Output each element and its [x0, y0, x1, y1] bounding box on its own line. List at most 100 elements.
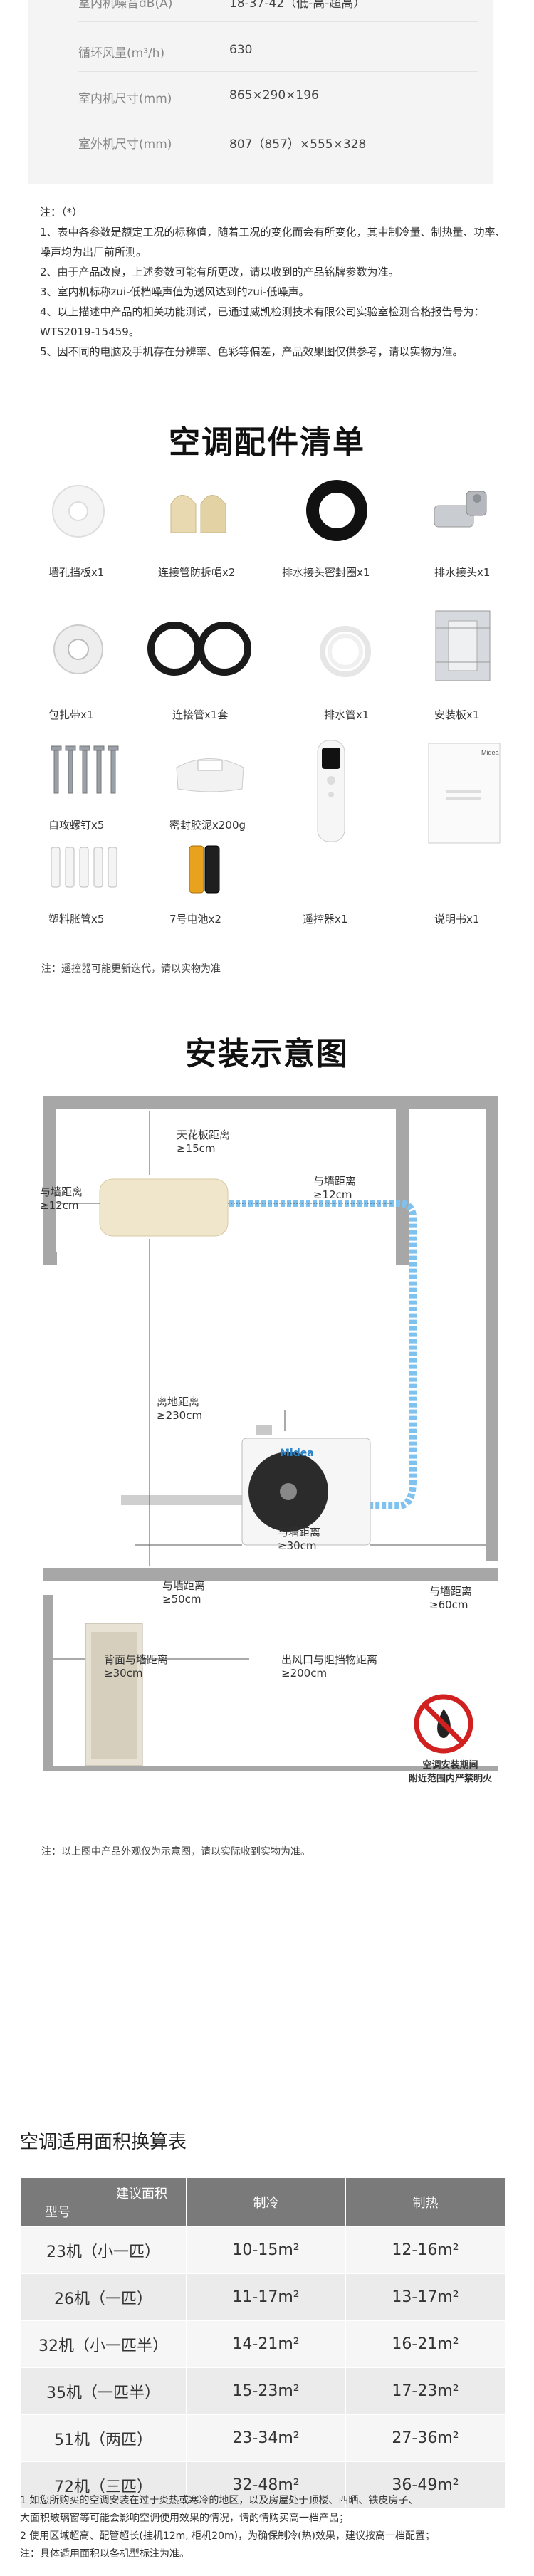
accessories-note: 注：遥控器可能更新迭代，请以实物为准	[41, 963, 221, 975]
wall-hole-plate-icon	[52, 485, 105, 538]
table-row: 32机（小一匹半） 14-21m² 16-21m²	[20, 2320, 506, 2368]
heating-cell: 13-17m²	[345, 2273, 506, 2321]
drain-joint-icon	[434, 491, 487, 528]
left-wall-clearance-label: 与墙距离≥12cm	[40, 1185, 83, 1212]
outdoor-left-clearance-label: 与墙距离≥50cm	[162, 1579, 206, 1606]
area-footnote: 大面积玻璃窗等可能会影响空调使用效果的情况，请酌情购买高一档产品；	[20, 2513, 349, 2524]
spec-row: 室内机噪音dB(A) 18-37-42（低-高-超高）	[78, 0, 478, 22]
accessory-label: 7号电池x2	[169, 913, 221, 926]
note-item: 3、室内机标称zui-低档噪声值为送风达到的zui-低噪声。	[40, 286, 310, 298]
accessory-label: 连接管x1套	[172, 708, 229, 721]
model-header-cell: 建议面积 型号	[20, 2177, 187, 2227]
spec-table: 室内机噪音dB(A) 18-37-42（低-高-超高） 循环风量(m³/h) 6…	[28, 0, 493, 184]
accessory-label: 墙孔挡板x1	[48, 566, 105, 579]
area-footnote: 1 如您所购买的空调安装在过于炎热或寒冷的地区，以及房屋处于顶楼、西晒、铁皮房子…	[20, 2495, 419, 2506]
table-row: 51机（两匹） 23-34m² 27-36m²	[20, 2414, 506, 2462]
install-diagram	[43, 1096, 498, 1771]
accessory-label: 排水接头x1	[434, 566, 491, 579]
heating-cell: 16-21m²	[345, 2320, 506, 2368]
model-cell: 35机（一匹半）	[20, 2367, 187, 2415]
mounting-plate-icon	[435, 610, 491, 681]
spec-value: 18-37-42（低-高-超高）	[229, 0, 366, 11]
battery-icon	[189, 845, 220, 894]
accessory-label: 密封胶泥x200g	[169, 819, 246, 832]
note-item: 4、以上描述中产品的相关功能测试，已通过威凯检测技术有限公司实验室检测合格报告号…	[40, 305, 485, 338]
cooling-cell: 14-21m²	[186, 2320, 346, 2368]
area-footnote: 注：具体适用面积以各机型标注为准。	[20, 2548, 189, 2560]
spec-row: 室外机尺寸(mm) 807（857）×555×328	[78, 117, 478, 162]
heating-cell: 27-36m²	[345, 2414, 506, 2462]
spec-label: 室外机尺寸(mm)	[78, 137, 172, 152]
model-cell: 23机（小一匹）	[20, 2226, 187, 2274]
model-cell: 26机（一匹）	[20, 2273, 187, 2321]
back-wall-clearance-label: 背面与墙距离≥30cm	[104, 1653, 169, 1680]
model-header: 型号	[45, 2205, 70, 2220]
spec-label: 循环风量(m³/h)	[78, 46, 165, 61]
heating-cell: 12-16m²	[345, 2226, 506, 2274]
floor-clearance-label: 离地距离≥230cm	[157, 1396, 203, 1422]
right-wall-clearance-label: 与墙距离≥12cm	[313, 1175, 357, 1201]
ceiling-clearance-label: 天花板距离≥15cm	[177, 1129, 231, 1155]
pipe-cap-icon	[170, 495, 226, 533]
remote-icon	[317, 740, 345, 842]
area-footnote: 2 使用区域超高、配管超长(挂机12m, 柜机20m)，为确保制冷(热)效果，建…	[20, 2530, 436, 2542]
seal-ring-icon	[306, 480, 367, 541]
tape-roll-icon	[53, 624, 103, 674]
cooling-cell: 23-34m²	[186, 2414, 346, 2462]
note-item: 5、因不同的电脑及手机存在分辨率、色彩等偏差，产品效果图仅供参考，请以实物为准。	[40, 345, 464, 358]
outdoor-top-clearance-label: 与墙距离≥30cm	[278, 1526, 321, 1552]
plastic-anchor-icon	[51, 847, 117, 888]
spec-row: 室内机尺寸(mm) 865×290×196	[78, 71, 478, 117]
manual-brand-mark: Midea	[481, 749, 499, 756]
accessory-label: 连接管防拆帽x2	[158, 566, 236, 579]
accessory-label: 排水接头密封圈x1	[282, 566, 370, 579]
connecting-pipe-icon	[147, 622, 251, 676]
accessory-label: 说明书x1	[434, 913, 480, 926]
accessory-label: 排水管x1	[324, 708, 370, 721]
heating-header: 制热	[345, 2177, 506, 2227]
accessory-label: 遥控器x1	[303, 913, 348, 926]
drain-pipe-icon	[320, 626, 371, 677]
table-row: 35机（一匹半） 15-23m² 17-23m²	[20, 2367, 506, 2415]
table-row: 72机（三匹） 32-48m² 36-49m²	[20, 2461, 506, 2509]
heating-cell: 36-49m²	[345, 2461, 506, 2509]
outdoor-right-clearance-label: 与墙距离≥60cm	[429, 1585, 473, 1611]
spec-value: 630	[229, 43, 253, 57]
note-item: 2、由于产品改良，上述参数可能有所更改，请以收到的产品铭牌参数为准。	[40, 266, 399, 278]
spec-value: 865×290×196	[229, 88, 319, 103]
no-fire-icon	[414, 1694, 473, 1754]
accessory-label: 包扎带x1	[48, 708, 94, 721]
heating-cell: 17-23m²	[345, 2367, 506, 2415]
screw-icon	[51, 745, 119, 794]
cooling-cell: 10-15m²	[186, 2226, 346, 2274]
spec-label: 室内机尺寸(mm)	[78, 92, 172, 106]
outdoor-unit-brand: Midea	[280, 1447, 314, 1459]
accessory-label: 安装板x1	[434, 708, 480, 721]
install-title: 安装示意图	[185, 1036, 349, 1072]
accessory-label: 塑料胀管x5	[48, 913, 105, 926]
spec-label: 室内机噪音dB(A)	[78, 0, 173, 11]
spec-notes: 注：（*） 1、表中各参数是额定工况的标称值，随着工况的变化而会有所变化，其中制…	[40, 202, 510, 362]
cooling-cell: 32-48m²	[186, 2461, 346, 2509]
table-row: 23机（小一匹） 10-15m² 12-16m²	[20, 2226, 506, 2274]
model-cell: 32机（小一匹半）	[20, 2320, 187, 2368]
model-cell: 51机（两匹）	[20, 2414, 187, 2462]
notes-title: 注：（*）	[40, 206, 83, 219]
area-table-title: 空调适用面积换算表	[20, 2132, 187, 2153]
no-fire-warning: 空调安装期间附近范围内严禁明火	[409, 1760, 493, 1784]
accessories-title: 空调配件清单	[169, 424, 365, 461]
install-note: 注：以上图中产品外观仅为示意图，请以实际收到实物为准。	[41, 1846, 310, 1858]
area-table: 建议面积 型号 制冷 制热 23机（小一匹） 10-15m² 12-16m² 2…	[20, 2177, 506, 2509]
sealant-icon	[176, 758, 244, 792]
cooling-header: 制冷	[186, 2177, 346, 2227]
cooling-cell: 15-23m²	[186, 2367, 346, 2415]
area-table-header: 建议面积 型号 制冷 制热	[20, 2177, 506, 2227]
accessory-label: 自攻螺钉x5	[48, 819, 105, 832]
cooling-cell: 11-17m²	[186, 2273, 346, 2321]
spec-value: 807（857）×555×328	[229, 137, 367, 152]
note-item: 1、表中各参数是额定工况的标称值，随着工况的变化而会有所变化，其中制冷量、制热量…	[40, 226, 506, 258]
manual-icon: Midea	[428, 743, 501, 844]
outlet-clearance-label: 出风口与阻挡物距离≥200cm	[281, 1653, 378, 1680]
model-cell: 72机（三匹）	[20, 2461, 187, 2509]
suggested-area-header: 建议面积	[116, 2187, 167, 2201]
